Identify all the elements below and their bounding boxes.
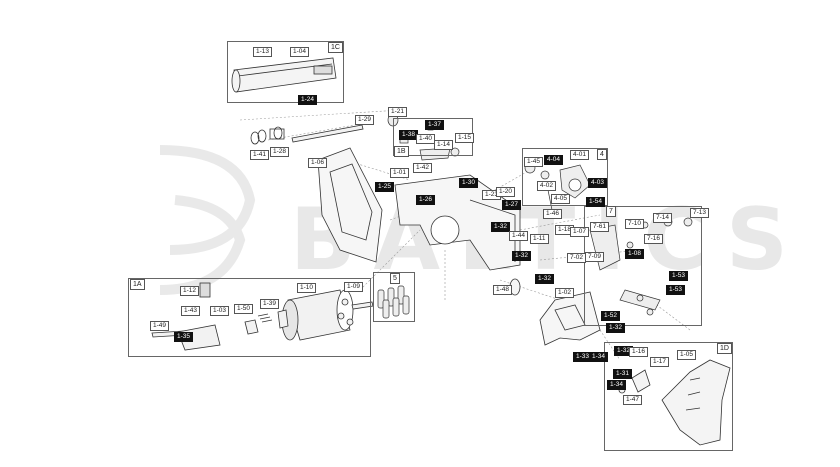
part-label-1-21: 1-21 bbox=[388, 107, 408, 117]
part-label-7-61: 7-61 bbox=[590, 222, 610, 232]
part-label-1-50: 1-50 bbox=[234, 304, 254, 314]
part-label-1-13: 1-13 bbox=[253, 47, 273, 57]
part-label-1-11: 1-11 bbox=[530, 234, 549, 244]
part-label-1-20: 1-20 bbox=[496, 187, 516, 197]
springs-drawing bbox=[250, 126, 285, 145]
part-label-1-10: 1-10 bbox=[297, 283, 317, 293]
part-label-1-04: 1-04 bbox=[290, 47, 310, 57]
group-box-5 bbox=[373, 272, 415, 322]
part-label-1-30: 1-30 bbox=[459, 178, 479, 188]
watermark-logo bbox=[159, 145, 256, 295]
part-label-1-17: 1-17 bbox=[650, 357, 670, 367]
guide-rod-drawing bbox=[291, 124, 364, 143]
part-label-1-48: 1-48 bbox=[493, 285, 513, 295]
part-label-1-06: 1-06 bbox=[308, 158, 328, 168]
part-label-1-41: 1-41 bbox=[250, 150, 270, 160]
part-label-1-08: 1-08 bbox=[625, 249, 645, 259]
part-label-1-02: 1-02 bbox=[555, 288, 575, 298]
part-label-1-32: 1-32 bbox=[491, 222, 511, 232]
group-tag-5: 5 bbox=[390, 273, 400, 284]
part-label-1-32: 1-32 bbox=[606, 323, 626, 333]
part-label-1-27: 1-27 bbox=[502, 200, 522, 210]
part-label-1-05: 1-05 bbox=[677, 350, 697, 360]
part-label-1-53: 1-53 bbox=[666, 285, 686, 295]
group-box-1c bbox=[227, 41, 344, 103]
part-label-1-44: 1-44 bbox=[509, 231, 529, 241]
part-label-7-09: 7-09 bbox=[585, 252, 605, 262]
part-label-1-54: 1-54 bbox=[586, 197, 606, 207]
group-box-1a bbox=[128, 278, 371, 357]
part-label-1-26: 1-26 bbox=[416, 195, 436, 205]
part-label-1-29: 1-29 bbox=[355, 115, 375, 125]
part-label-1-32: 1-32 bbox=[512, 251, 532, 261]
part-label-1-45: 1-45 bbox=[524, 157, 544, 167]
part-label-4-01: 4-01 bbox=[570, 150, 590, 160]
part-label-7-13: 7-13 bbox=[690, 208, 710, 218]
part-label-7-16: 7-16 bbox=[644, 234, 664, 244]
part-label-1-43: 1-43 bbox=[181, 306, 201, 316]
group-tag-7: 7 bbox=[606, 206, 616, 217]
part-label-7-10: 7-10 bbox=[625, 219, 645, 229]
part-label-1-52: 1-52 bbox=[601, 311, 621, 321]
part-label-1-25: 1-25 bbox=[375, 182, 395, 192]
part-label-1-35: 1-35 bbox=[174, 332, 194, 342]
group-tag-1b: 1B bbox=[394, 146, 409, 157]
barrel-drawing bbox=[231, 57, 337, 93]
grip-drawing-1d bbox=[618, 359, 731, 446]
part-label-7-14: 7-14 bbox=[653, 213, 673, 223]
part-label-4-02: 4-02 bbox=[537, 181, 557, 191]
part-label-1-34: 1-34 bbox=[607, 380, 627, 390]
part-label-1-40: 1-40 bbox=[416, 134, 436, 144]
part-label-4-04: 4-04 bbox=[544, 155, 564, 165]
group-box-4 bbox=[522, 148, 608, 206]
part-label-1-37: 1-37 bbox=[425, 120, 445, 130]
part-label-1-09: 1-09 bbox=[344, 282, 364, 292]
part-label-1-31: 1-31 bbox=[613, 369, 633, 379]
part-label-1-07: 1-07 bbox=[570, 227, 590, 237]
part-label-1-32: 1-32 bbox=[535, 274, 555, 284]
group-tag-4: 4 bbox=[597, 149, 607, 160]
group-tag-1a: 1A bbox=[130, 279, 145, 290]
part-label-1-16: 1-16 bbox=[629, 347, 649, 357]
part-label-1-24: 1-24 bbox=[298, 95, 318, 105]
part-label-1-01: 1-01 bbox=[390, 168, 410, 178]
part-label-1-03: 1-03 bbox=[210, 306, 230, 316]
shells-drawing-5 bbox=[377, 285, 410, 319]
part-label-1-42: 1-42 bbox=[413, 163, 433, 173]
part-label-1-53: 1-53 bbox=[669, 271, 689, 281]
part-label-1-46: 1-46 bbox=[543, 209, 563, 219]
grip-frame-drawing bbox=[509, 278, 601, 346]
part-label-1-14: 1-14 bbox=[434, 140, 454, 150]
group-tag-1c: 1C bbox=[328, 42, 343, 53]
part-label-1-34: 1-34 bbox=[589, 352, 609, 362]
part-label-1-28: 1-28 bbox=[270, 147, 290, 157]
group-tag-1d: 1D bbox=[717, 343, 732, 354]
part-label-1-49: 1-49 bbox=[150, 321, 170, 331]
part-label-4-03: 4-03 bbox=[588, 178, 608, 188]
part-label-7-02: 7-02 bbox=[567, 253, 587, 263]
part-label-1-39: 1-39 bbox=[260, 299, 280, 309]
part-label-4-05: 4-05 bbox=[551, 194, 571, 204]
group-box-1d bbox=[604, 342, 733, 451]
group-box-7 bbox=[584, 206, 702, 326]
part-label-1-15: 1-15 bbox=[455, 133, 475, 143]
part-label-1-12: 1-12 bbox=[180, 286, 200, 296]
part-label-1-47: 1-47 bbox=[623, 395, 643, 405]
